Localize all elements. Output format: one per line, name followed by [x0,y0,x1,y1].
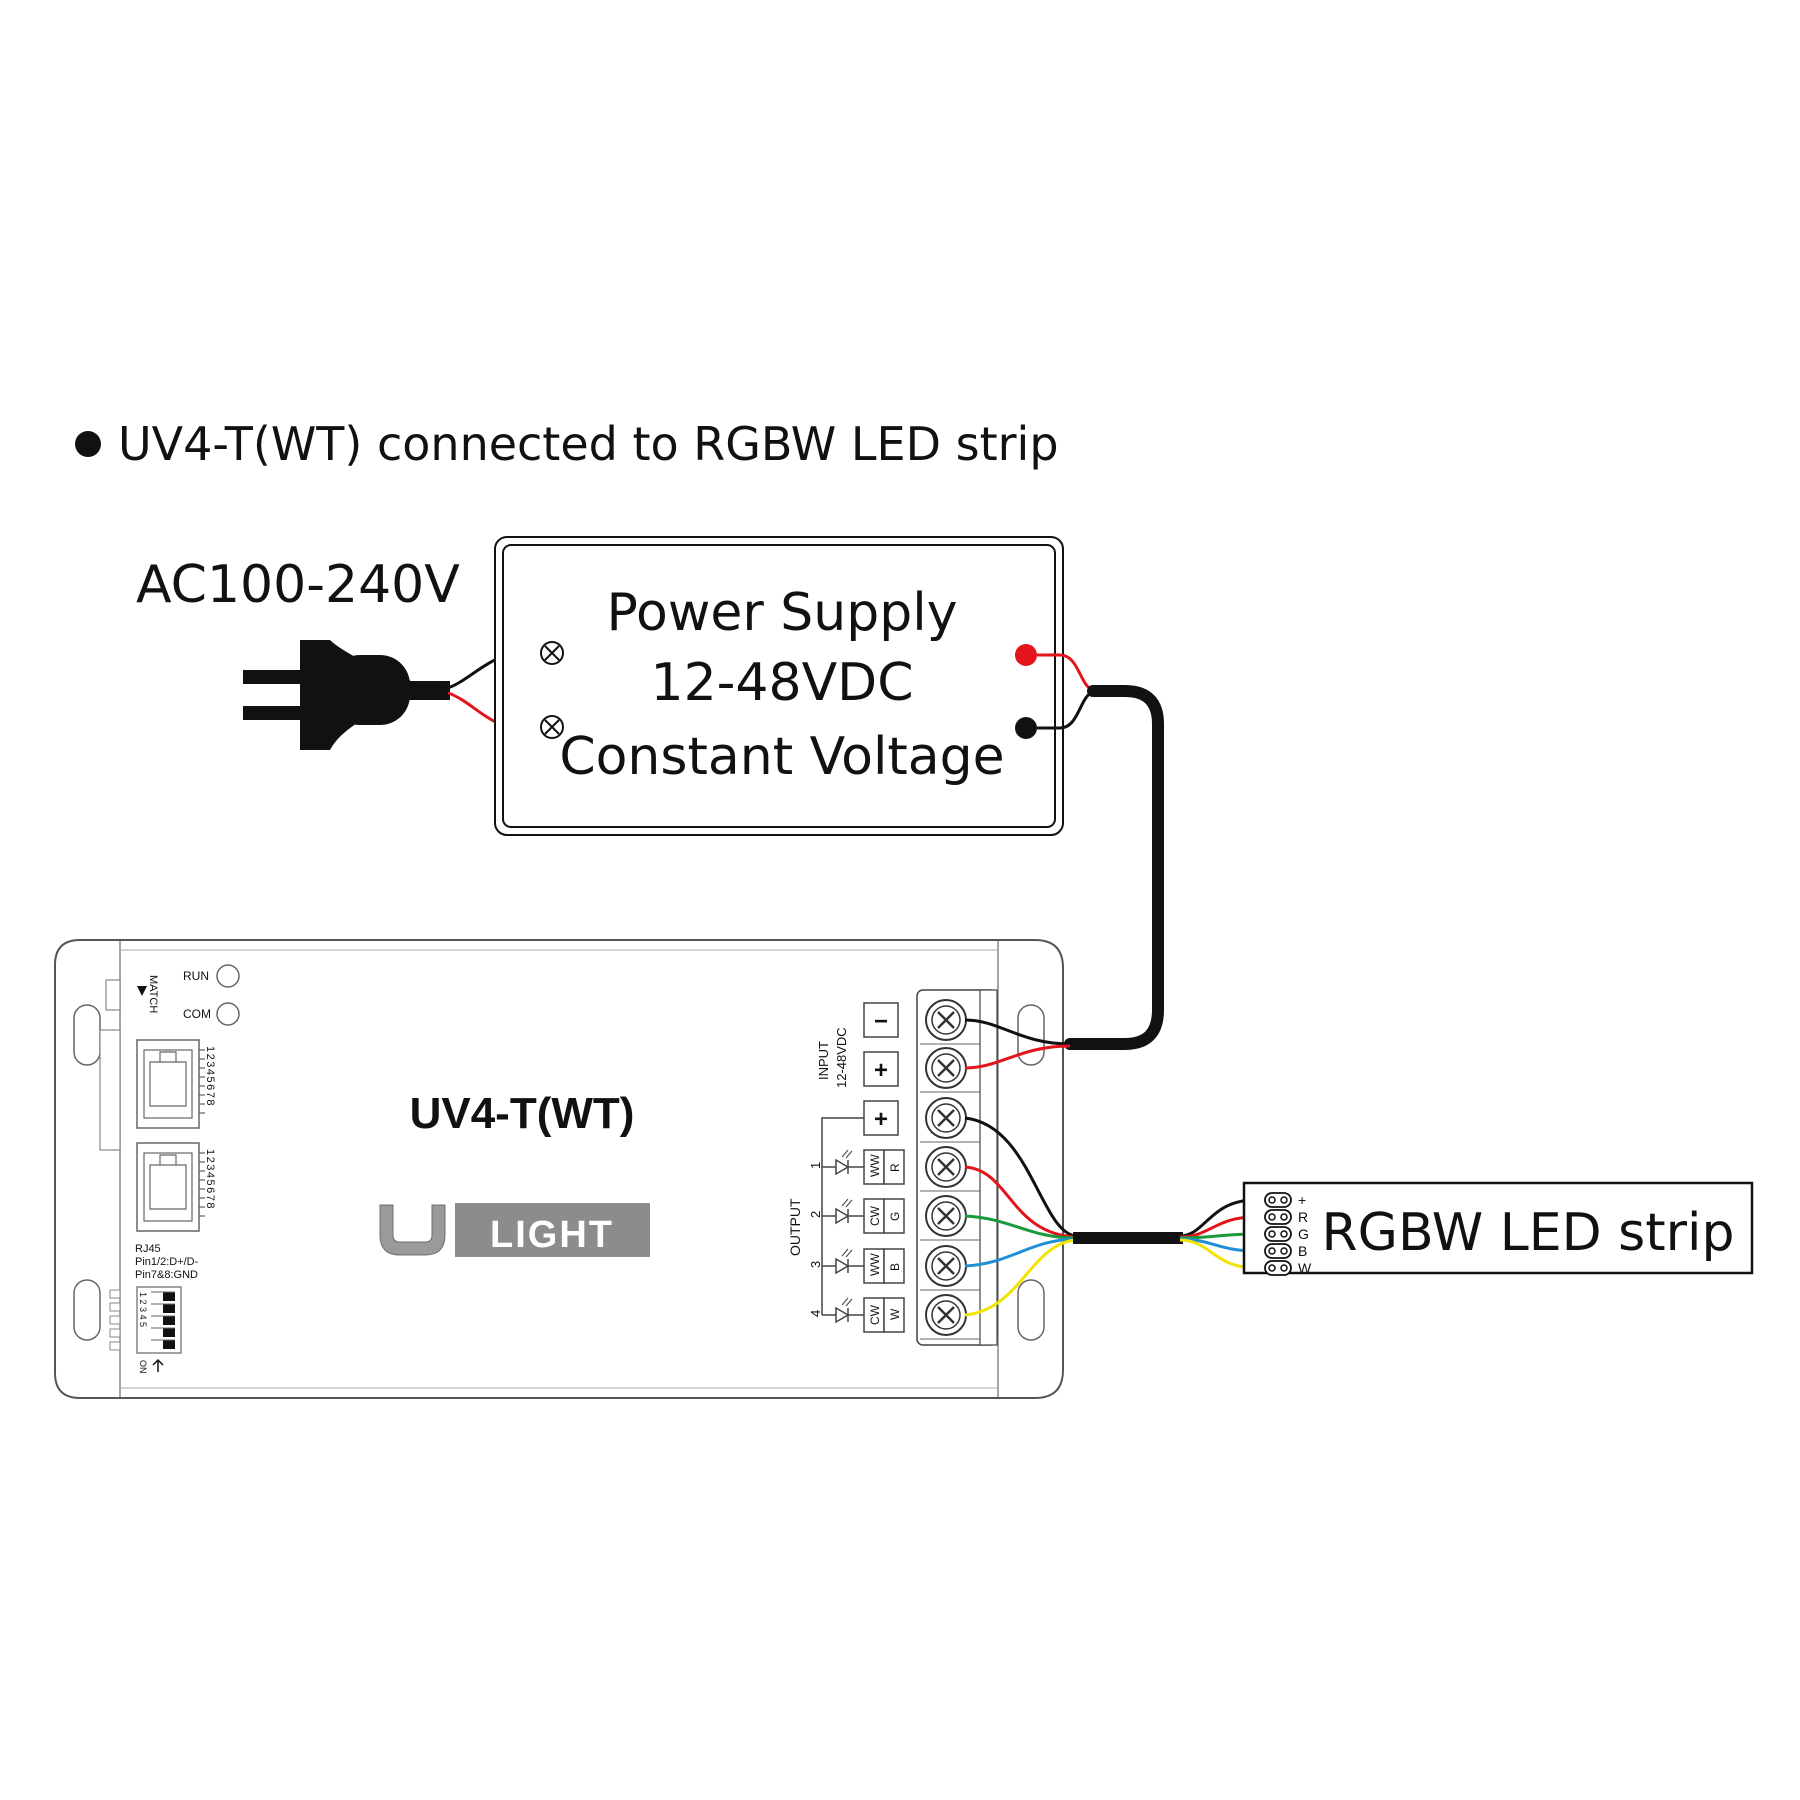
logo-text: LIGHT [490,1214,614,1256]
strip-pin-label: B [1298,1243,1307,1259]
output-channel-4: 4 CW W [808,1297,905,1333]
terminal-screw-icon [920,999,980,1045]
channel-color-label: R [888,1163,902,1172]
rj45-note-gnd: Pin7&8:GND [135,1269,198,1281]
ac-voltage-label: AC100-240V [136,555,460,615]
mounting-slot [73,1279,101,1341]
led-diode-icon [822,1297,864,1324]
match-label: MATCH [147,975,159,1013]
output-wire-blue [964,1237,1076,1268]
led-diode-icon [822,1248,864,1275]
terminal-screw-icon [920,1195,980,1241]
strip-pin-4: B [1264,1243,1307,1259]
channel-number: 2 [808,1211,823,1218]
dc-positive-terminal [1015,644,1037,666]
strip-pin-label: + [1298,1192,1306,1208]
run-label: RUN [183,969,209,983]
channel-color-label: W [888,1308,902,1320]
mounting-slot [73,1004,101,1066]
dip-on-label: ON [138,1360,148,1374]
strip-pin-5: W [1264,1260,1312,1276]
channel-tone-label: CW [868,1205,882,1226]
input-minus-sign: − [874,1008,888,1035]
com-label: COM [183,1007,211,1021]
rj45-port-1 [136,1039,205,1129]
terminal-screw-icon [920,1146,980,1192]
power-supply-type: Constant Voltage [559,727,1004,787]
channel-number: 1 [808,1162,823,1169]
input-wire-black [964,1018,1071,1046]
controller-body [54,939,1064,1399]
input-plus-sign: + [874,1057,888,1084]
output-channel-2: 2 CW G [808,1198,905,1234]
input-plus-box [863,1051,899,1087]
input-minus-box [863,1002,899,1038]
channel-number: 3 [808,1261,823,1268]
rj45-pin-numbers-2: 12345678 [204,1149,216,1210]
controller-model: UV4-T(WT) [410,1089,635,1138]
channel-tone-label: WW [868,1253,882,1276]
dip-numbers: 1 2 3 4 5 [138,1292,148,1327]
strip-pin-2: R [1264,1209,1308,1225]
strip-pin-label: W [1298,1260,1312,1276]
input-voltage-label: 12-48VDC [834,1027,849,1088]
channel-color-label: G [888,1212,902,1221]
arrow-down-icon [137,986,147,996]
channel-color-label: B [888,1263,902,1271]
dc-cable [1064,685,1164,1050]
plug-icon [243,640,450,750]
match-button [105,979,121,1011]
output-label: OUTPUT [787,1198,803,1256]
terminal-screw-icon [920,1245,980,1291]
power-supply-title: Power Supply [607,583,958,643]
terminal-block [916,989,998,1346]
screw-terminal-icon [540,715,564,739]
power-supply-voltage: 12-48VDC [650,653,913,713]
led-diode-icon [822,1198,864,1225]
terminal-screw-icon [920,1097,980,1143]
dc-negative-terminal [1015,717,1037,739]
channel-tone-label: WW [868,1154,882,1177]
dip-switch [109,1286,182,1354]
led-strip: +RGBW RGBW LED strip [1242,1181,1754,1276]
channel-number: 4 [808,1310,823,1317]
channel-tone-label: CW [868,1304,882,1325]
power-supply: Power Supply 12-48VDC Constant Voltage [494,536,1064,836]
rj45-pin-numbers-1: 12345678 [204,1046,216,1107]
diagram-title: UV4-T(WT) connected to RGBW LED strip [118,417,1059,471]
com-led [216,1002,240,1026]
output-wire-red [964,1165,1076,1239]
strip-pin-3: G [1264,1226,1309,1242]
terminal-screw-icon [920,1294,980,1340]
output-wire-black [964,1116,1076,1238]
output-channel-1: 1 WW R [808,1149,905,1185]
run-led [216,964,240,988]
strip-pin-1: + [1264,1192,1306,1208]
output-channel-3: 3 WW B [808,1248,905,1284]
mounting-slot [1017,1279,1045,1341]
input-label: INPUT [816,1041,831,1080]
rj45-port-2 [136,1142,205,1232]
input-wire-red [964,1044,1071,1070]
screw-terminal-icon [540,641,564,665]
ulight-logo: U LIGHT [379,1203,650,1257]
strip-pin-label: G [1298,1226,1309,1242]
led-diode-icon [822,1149,864,1176]
bullet-icon [75,431,101,457]
terminal-screw-icon [920,1047,980,1093]
common-line [821,1117,864,1315]
output-wire-green [964,1214,1076,1240]
output-plus-sign: + [874,1106,888,1133]
strip-label: RGBW LED strip [1322,1203,1735,1263]
output-wire-yellow [964,1238,1076,1317]
strip-pin-label: R [1298,1209,1308,1225]
rj45-note-title: RJ45 [135,1243,161,1255]
arrow-up-icon [152,1358,164,1372]
rj45-note-data: Pin1/2:D+/D- [135,1256,199,1268]
